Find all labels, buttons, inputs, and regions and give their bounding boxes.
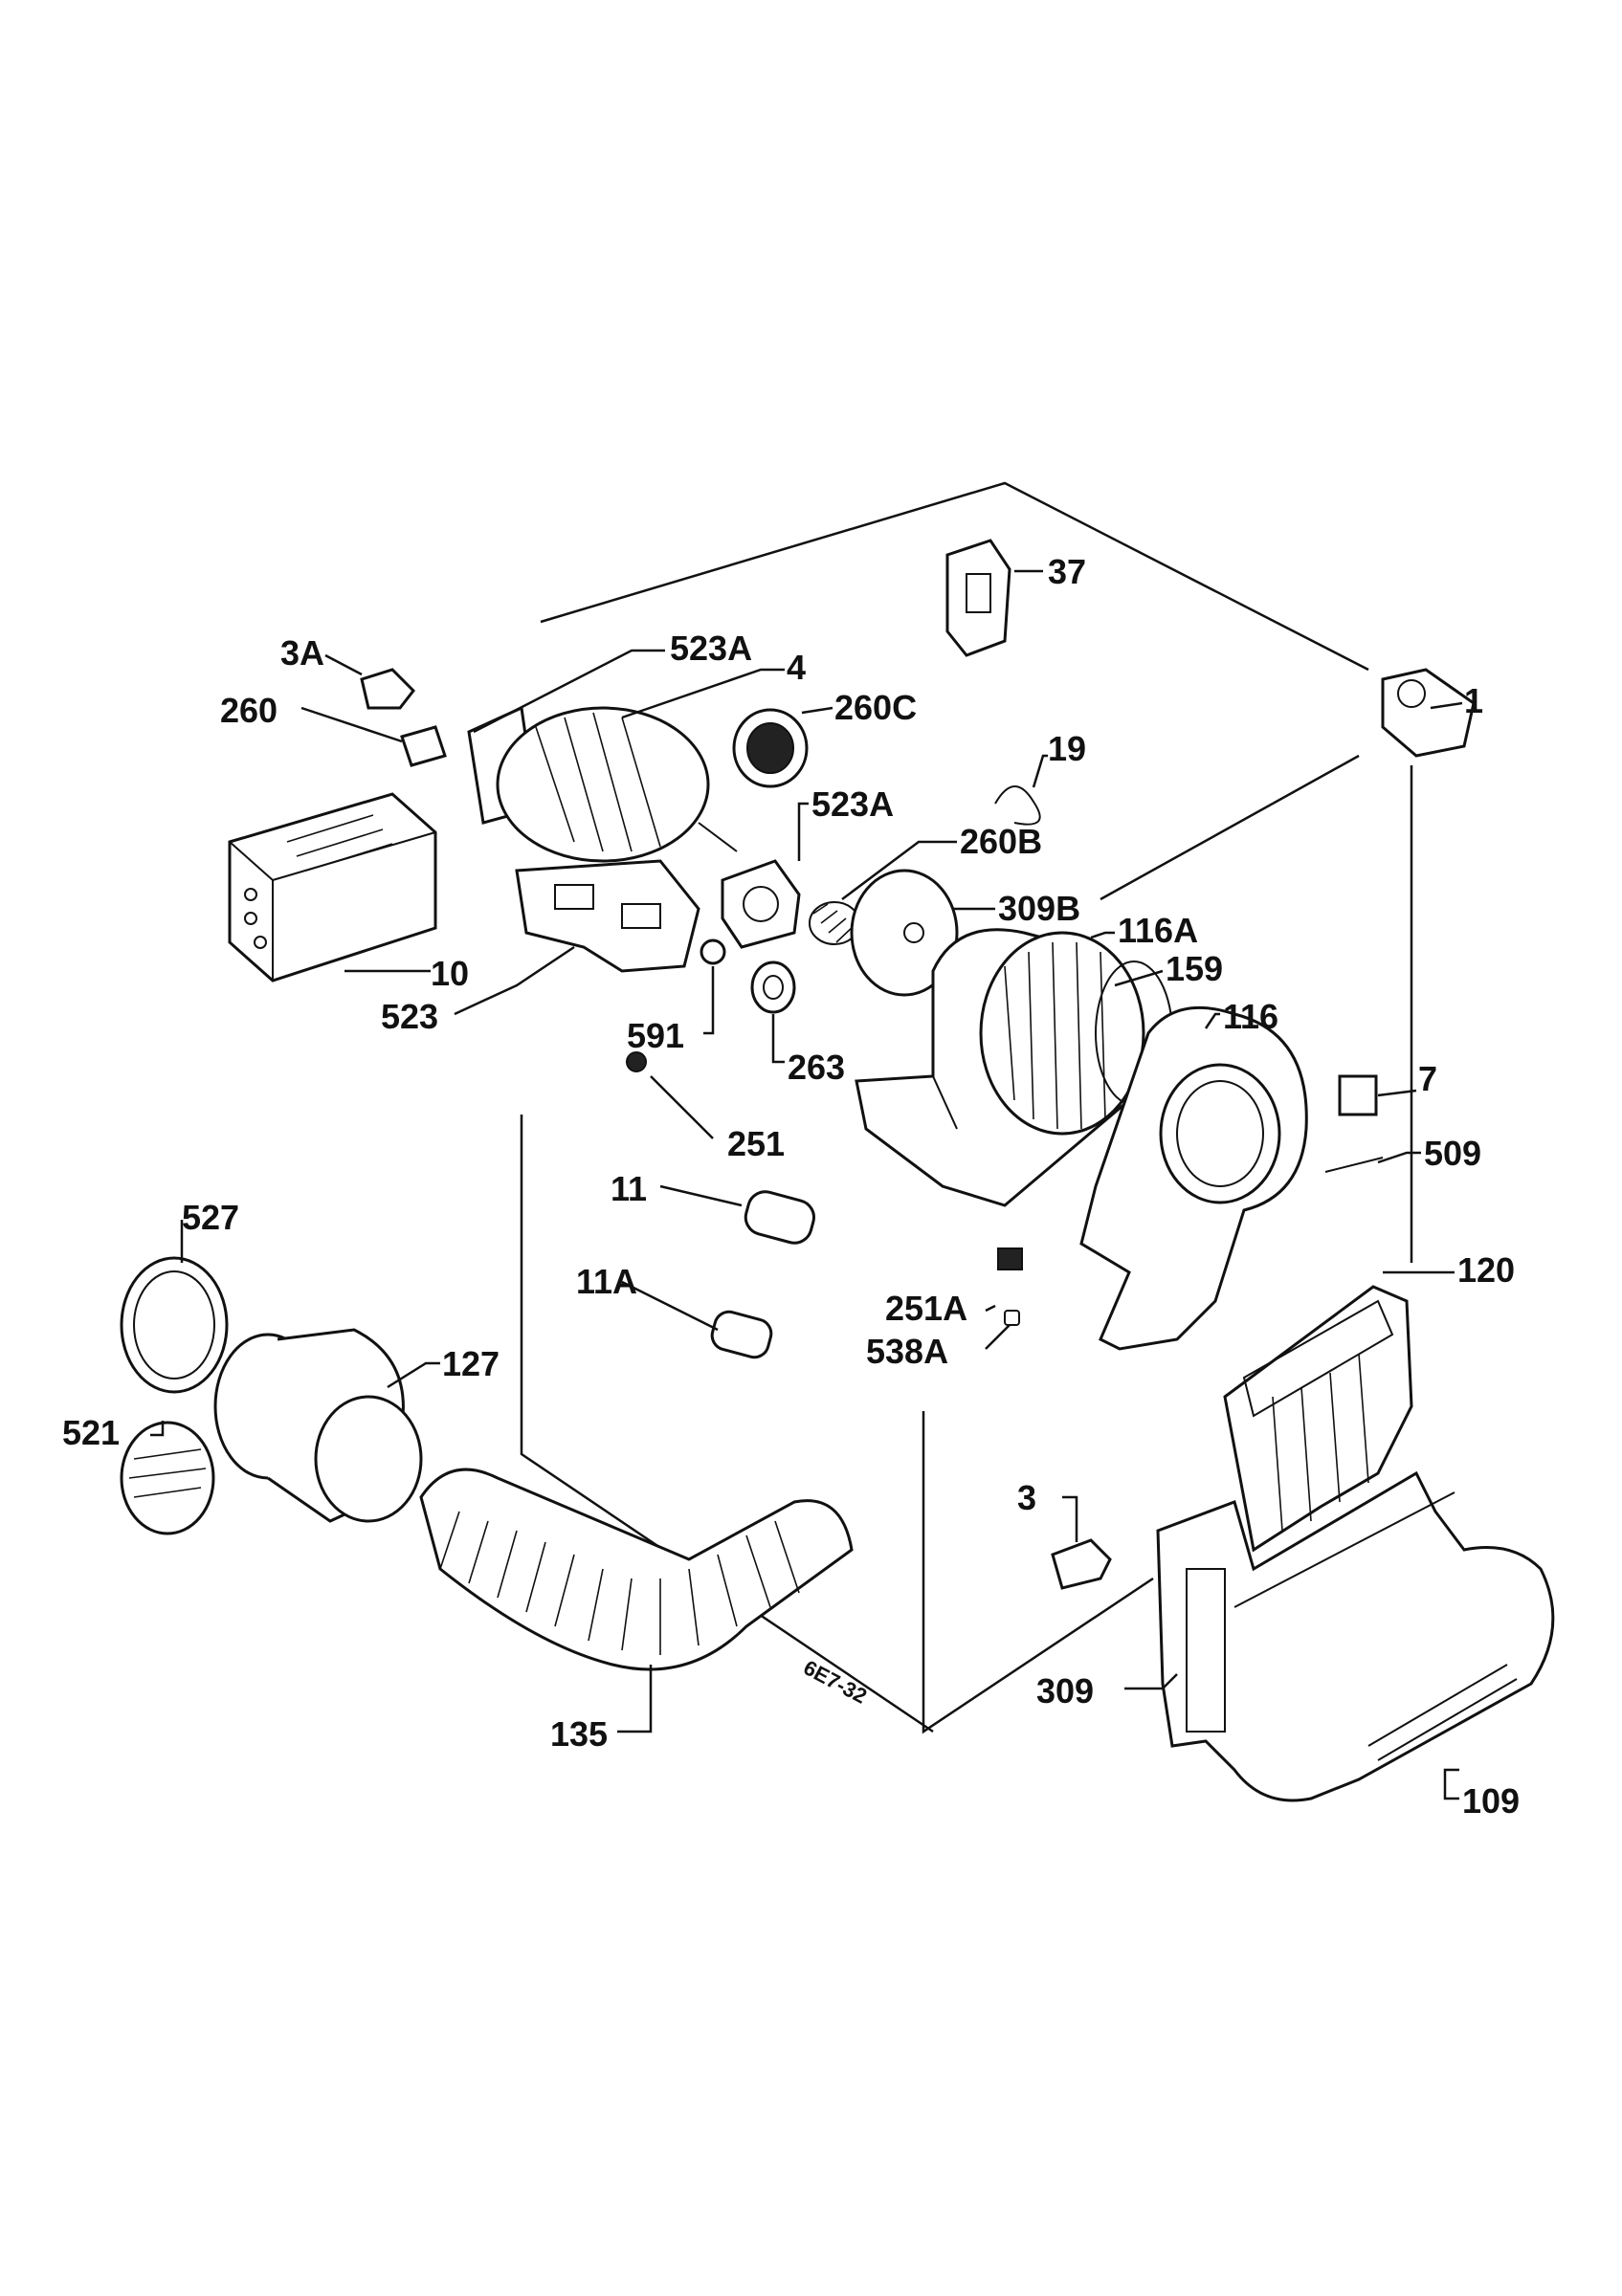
part-523a-bearing-plate	[721, 859, 801, 949]
part-591-washer	[700, 938, 726, 965]
label-116: 116	[1223, 997, 1278, 1036]
label-527: 527	[182, 1198, 239, 1237]
part-10-filter-box	[228, 792, 437, 982]
label-260b: 260B	[960, 822, 1042, 861]
part-135-hose	[419, 1468, 854, 1671]
label-37: 37	[1048, 552, 1086, 591]
part-260c-pulley	[732, 708, 809, 788]
label-263: 263	[788, 1048, 845, 1087]
label-3a: 3A	[280, 633, 324, 673]
label-260: 260	[220, 691, 278, 730]
label-116a: 116A	[1118, 911, 1198, 950]
label-521: 521	[62, 1413, 120, 1452]
part-120-filter-frame	[1223, 1285, 1413, 1553]
label-127: 127	[442, 1344, 500, 1383]
leader-lines	[150, 569, 1463, 1800]
label-538a: 538A	[866, 1332, 948, 1371]
part-11a-capacitor	[710, 1310, 773, 1359]
label-120: 120	[1457, 1250, 1515, 1290]
part-4-motor	[467, 705, 738, 863]
part-521-cap	[120, 1421, 215, 1535]
part-labels: 37 1 3A 260 523A 4 260C 19 523A 260B 309…	[62, 552, 1520, 1821]
part-251-cap	[626, 1051, 647, 1072]
part-509-pin	[1324, 1157, 1384, 1173]
label-7: 7	[1418, 1059, 1437, 1098]
label-10: 10	[431, 954, 469, 993]
part-538a-ring	[1004, 1310, 1020, 1326]
part-37-bracket	[945, 539, 1011, 657]
part-309b-seal-disc	[850, 869, 959, 997]
label-251a: 251A	[885, 1289, 967, 1328]
part-263-bushing	[750, 960, 796, 1014]
label-523a-top: 523A	[670, 629, 752, 668]
label-3: 3	[1017, 1478, 1036, 1517]
label-11a: 11A	[576, 1262, 637, 1301]
label-591: 591	[627, 1016, 684, 1055]
label-109: 109	[1462, 1781, 1520, 1821]
label-19: 19	[1048, 729, 1086, 768]
part-3a-clip	[360, 668, 415, 710]
part-3-thermostat	[1051, 1538, 1112, 1590]
label-251: 251	[727, 1124, 785, 1163]
label-509: 509	[1424, 1134, 1481, 1173]
part-159-fan-wheel	[979, 931, 1173, 1136]
part-7-relay	[1338, 1074, 1378, 1116]
label-523: 523	[381, 997, 438, 1036]
label-1: 1	[1464, 681, 1483, 720]
part-109-condenser-housing	[1156, 1470, 1555, 1802]
part-127-t-connector	[213, 1328, 423, 1523]
drawing-code: 6E7-32	[800, 1655, 871, 1708]
part-527-ring	[120, 1256, 229, 1394]
cabinet-outline	[520, 481, 1413, 1734]
part-260-bracket	[400, 725, 447, 767]
part-523-motor-mount	[515, 859, 700, 973]
label-309b: 309B	[998, 889, 1080, 928]
label-11: 11	[611, 1169, 647, 1208]
part-19-clip	[994, 785, 1041, 826]
label-309: 309	[1036, 1671, 1094, 1711]
label-260c: 260C	[834, 688, 917, 727]
part-116-blower-housing	[1079, 1005, 1308, 1351]
part-11-capacitor	[744, 1190, 815, 1245]
label-4: 4	[787, 648, 806, 687]
part-251a-block	[997, 1247, 1023, 1270]
label-159: 159	[1166, 949, 1223, 988]
label-135: 135	[550, 1714, 608, 1754]
part-1-switch	[1381, 668, 1476, 758]
label-523a-mid: 523A	[811, 784, 894, 824]
